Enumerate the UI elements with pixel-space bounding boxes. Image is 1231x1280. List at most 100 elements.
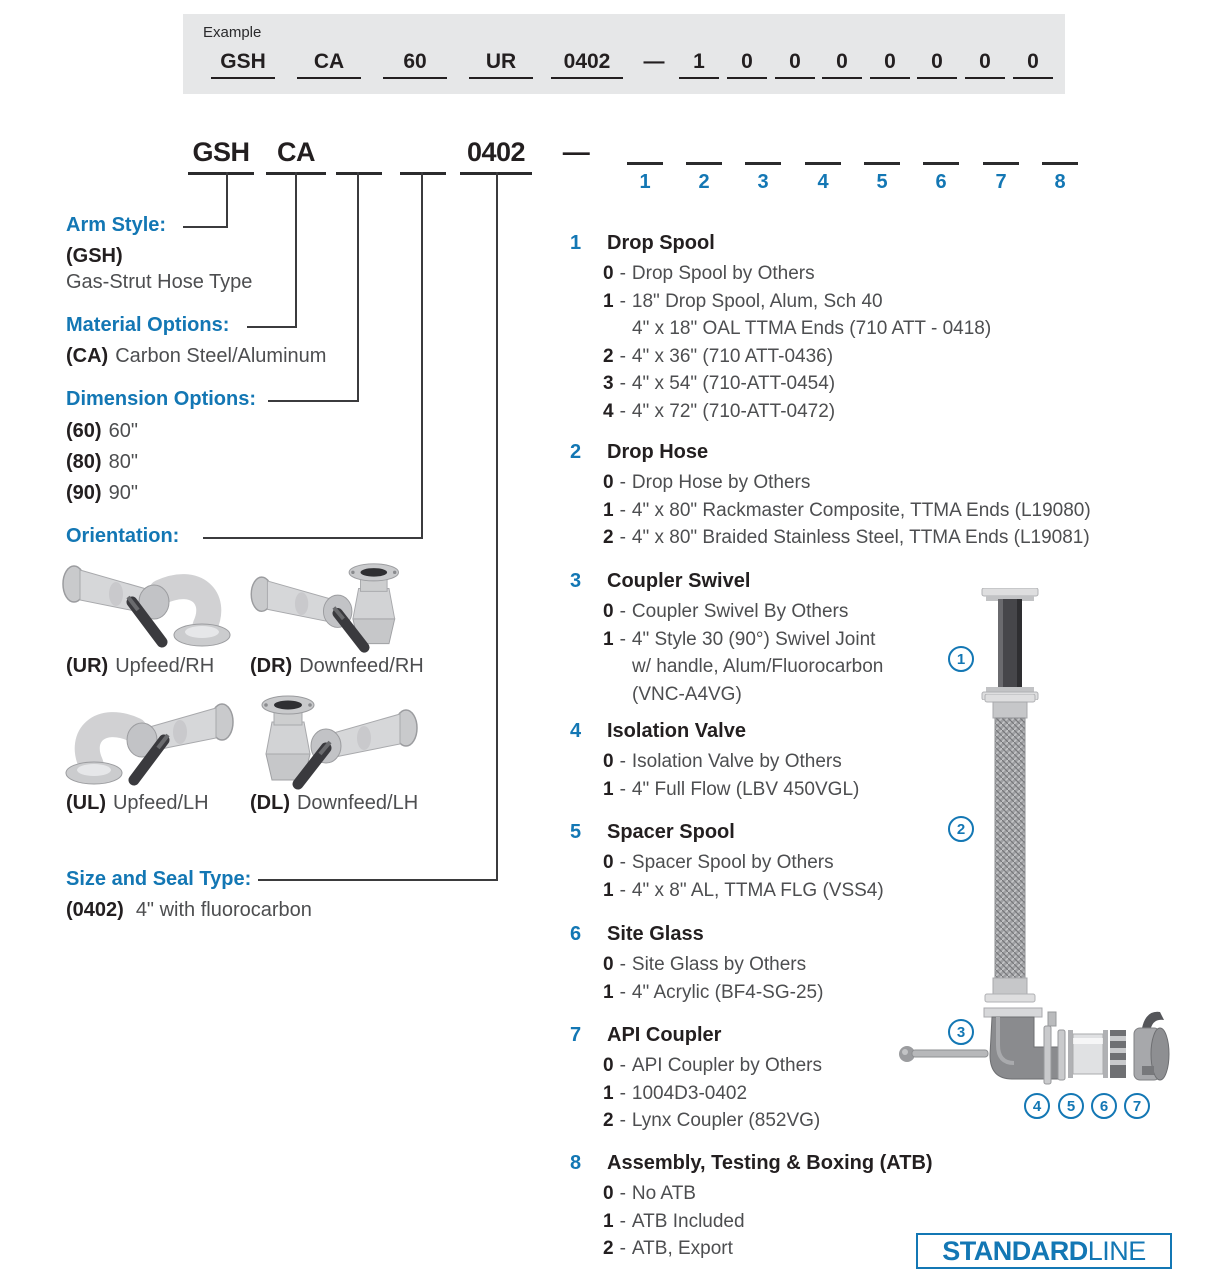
position-blank (805, 162, 841, 165)
option-line-continuation: 4" x 18" OAL TTMA Ends (710 ATT - 0418) (632, 318, 992, 340)
code-segment-dimension-blank (336, 135, 382, 175)
size-seal-option: (0402)4" with fluorocarbon (66, 899, 312, 921)
position-number: 3 (757, 171, 769, 193)
option-line: 0-Drop Hose by Others (603, 472, 811, 493)
example-value: 60 (383, 48, 447, 79)
orientation-image-upfeed-rh (58, 552, 238, 652)
connector-line (247, 326, 297, 328)
logo-text-light: LINE (1087, 1235, 1147, 1266)
option-line: 2-4" x 36" (710 ATT-0436) (603, 345, 834, 367)
connector-line (226, 172, 228, 228)
example-value: 0 (965, 48, 1005, 79)
orientation-heading: Orientation: (66, 525, 180, 547)
code-segment-size-seal: 0402 (460, 135, 532, 175)
drop-hose-image (984, 694, 1036, 1003)
option-line: 1-4" Style 30 (90°) Swivel Joint (603, 628, 876, 650)
option-line-continuation: (VNC-A4VG) (632, 683, 742, 705)
orientation-label-ul: (UL)Upfeed/LH (66, 792, 209, 814)
callout-6-site-glass: 6 (1091, 1093, 1117, 1119)
coupler-assembly-image (899, 1007, 1170, 1085)
example-value: 0 (917, 48, 957, 79)
orientation-label-dl: (DL)Downfeed/LH (250, 792, 419, 814)
option-line: 3-4" x 54" (710-ATT-0454) (603, 373, 836, 395)
example-value: 0 (727, 48, 767, 79)
callout-3-coupler-swivel: 3 (948, 1019, 974, 1045)
connector-line (496, 172, 498, 881)
option-line: 1-4" Full Flow (LBV 450VGL) (603, 778, 860, 800)
example-value: CA (297, 48, 361, 79)
dimension-option: (90)90" (66, 482, 138, 504)
material-option: (CA)Carbon Steel/Aluminum (66, 345, 327, 367)
option-line-continuation: w/ handle, Alum/Fluorocarbon (632, 656, 884, 678)
connector-line (421, 172, 423, 539)
callout-2-drop-hose: 2 (948, 816, 974, 842)
example-value: 0 (775, 48, 815, 79)
connector-line (268, 400, 359, 402)
position-number: 2 (698, 171, 710, 193)
example-value: GSH (211, 48, 275, 79)
option-line: 0-Coupler Swivel By Others (603, 601, 849, 622)
example-value: 1 (679, 48, 719, 79)
orientation-image-downfeed-lh (242, 692, 422, 792)
code-segment-orientation-blank (400, 135, 446, 175)
option-line: 1-4" Acrylic (BF4-SG-25) (603, 981, 824, 1003)
drop-spool-image (981, 588, 1039, 700)
option-line: 2-4" x 80" Braided Stainless Steel, TTMA… (603, 527, 1090, 549)
example-value: 0 (822, 48, 862, 79)
example-label: Example (203, 24, 262, 41)
connector-line (203, 537, 423, 539)
dimension-options-heading: Dimension Options: (66, 388, 256, 410)
callout-1-drop-spool: 1 (948, 646, 974, 672)
dimension-option: (60)60" (66, 420, 138, 442)
callout-7-api-coupler: 7 (1124, 1093, 1150, 1119)
orientation-label-dr: (DR)Downfeed/RH (250, 655, 424, 677)
orientation-label-ur: (UR)Upfeed/RH (66, 655, 215, 677)
option-line: 2-ATB, Export (603, 1238, 733, 1260)
position-number: 8 (1054, 171, 1066, 193)
code-segment-arm-style: GSH (188, 135, 254, 175)
option-line: 1-1004D3-0402 (603, 1082, 748, 1104)
position-blank (1042, 162, 1078, 165)
example-value: 0402 (551, 48, 623, 79)
connector-line (258, 879, 498, 881)
option-line: 4-4" x 72" (710-ATT-0472) (603, 400, 836, 422)
connector-line (357, 172, 359, 402)
option-line: 0-Site Glass by Others (603, 954, 807, 975)
orientation-image-downfeed-rh (242, 560, 422, 655)
position-number: 7 (995, 171, 1007, 193)
position-number: 6 (935, 171, 947, 193)
arm-style-heading: Arm Style: (66, 214, 167, 236)
arm-style-desc: Gas-Strut Hose Type (66, 271, 253, 293)
position-blank (686, 162, 722, 165)
option-line: 1-4" x 8" AL, TTMA FLG (VSS4) (603, 879, 884, 901)
example-value: 0 (870, 48, 910, 79)
example-box (183, 14, 1065, 94)
example-value: 0 (1013, 48, 1053, 79)
position-number: 4 (817, 171, 829, 193)
position-blank (983, 162, 1019, 165)
option-line: 0-Isolation Valve by Others (603, 751, 842, 772)
option-line: 1-18" Drop Spool, Alum, Sch 40 (603, 290, 883, 312)
position-number: 1 (639, 171, 651, 193)
dimension-option: (80)80" (66, 451, 138, 473)
connector-line (183, 226, 228, 228)
position-blank (627, 162, 663, 165)
option-line: 1-4" x 80" Rackmaster Composite, TTMA En… (603, 499, 1091, 521)
option-line: 2-Lynx Coupler (852VG) (603, 1110, 821, 1132)
code-dash: — (562, 137, 590, 167)
arm-style-code: (GSH) (66, 245, 123, 267)
material-options-heading: Material Options: (66, 314, 230, 336)
code-segment-material: CA (266, 135, 326, 175)
position-blank (864, 162, 900, 165)
size-seal-heading: Size and Seal Type: (66, 868, 252, 890)
option-line: 0-API Coupler by Others (603, 1055, 822, 1076)
